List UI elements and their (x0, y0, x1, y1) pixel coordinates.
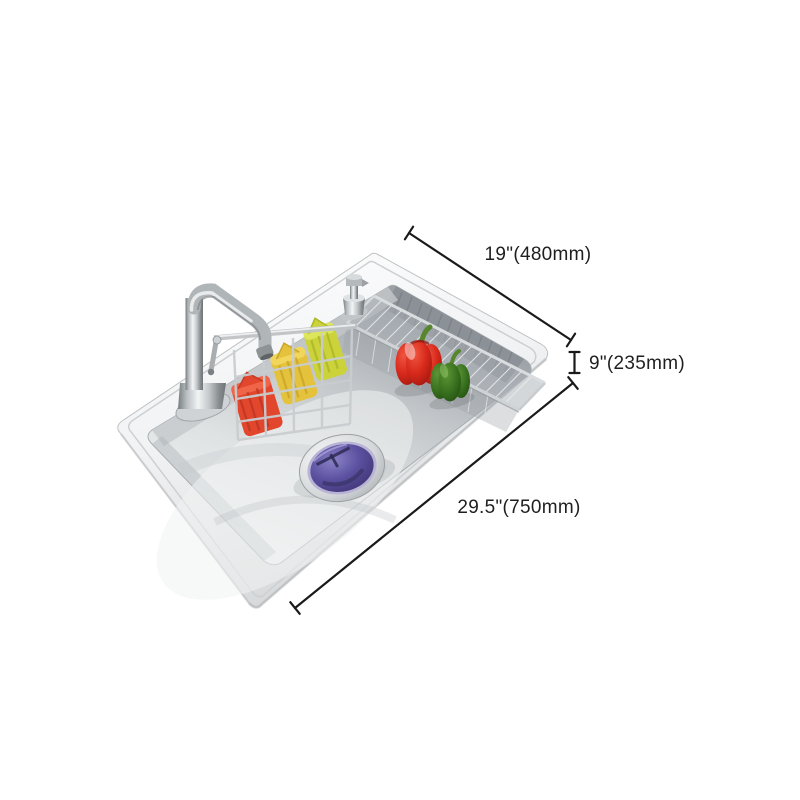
length-dimension-line (293, 381, 575, 610)
length-dimension-label: 29.5"(750mm) (457, 497, 580, 518)
depth-dimension-label: 9"(235mm) (589, 353, 685, 374)
drain-assembly (293, 433, 396, 503)
faucet-spout-tip (256, 344, 274, 361)
length-dimension: 29.5"(750mm) (289, 376, 580, 615)
depth-dimension: 9"(235mm) (568, 350, 685, 375)
faucet (175, 283, 274, 422)
caddy-rail (213, 323, 358, 341)
width-dimension-line (407, 231, 573, 342)
utensil-caddy (213, 323, 358, 442)
drain-blue-cover (310, 443, 374, 493)
faucet-handle (207, 335, 222, 376)
soap-dispenser (340, 274, 369, 321)
green-pepper (429, 349, 475, 410)
width-dimension-label: 19"(480mm) (485, 244, 592, 265)
width-dimension: 19"(480mm) (403, 225, 592, 348)
faucet-body (185, 298, 203, 390)
